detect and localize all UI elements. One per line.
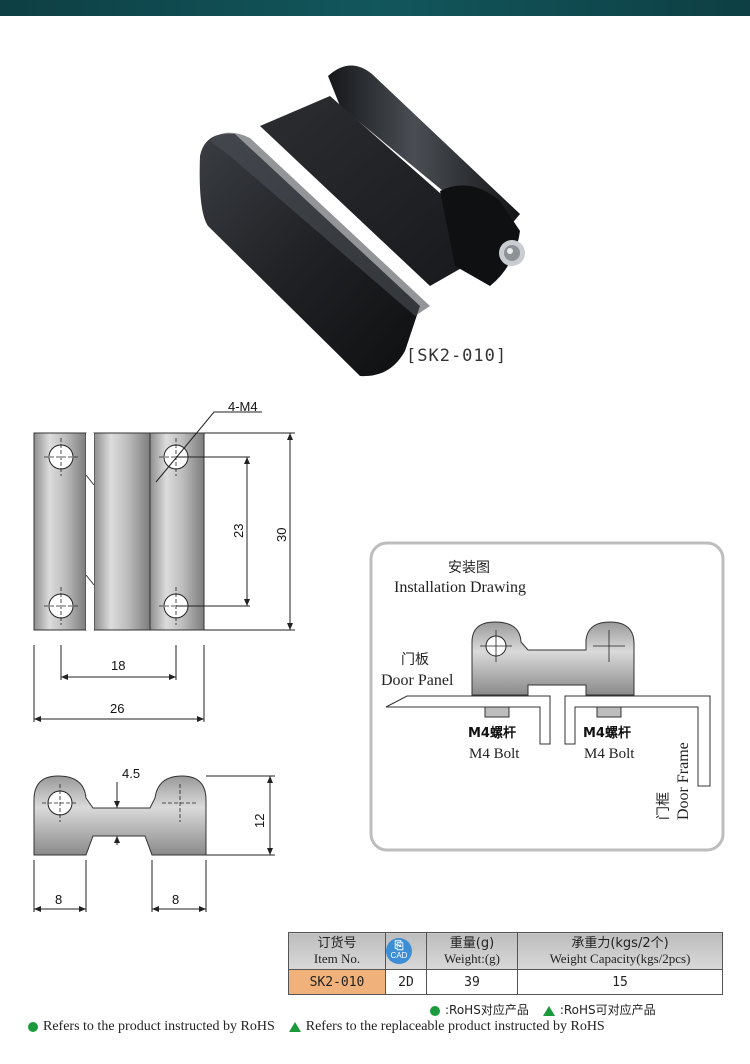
dim-height: 30 [274, 528, 289, 542]
header-capacity: 承重力(kgs/2个) Weight Capacity(kgs/2pcs) [517, 932, 723, 970]
legend-en: Refers to the product instructed by RoHS… [28, 1019, 605, 1035]
dim-thickness: 12 [252, 814, 267, 828]
header-cad: ⎘CAD [385, 932, 427, 970]
header-item: 订货号 Item No. [288, 932, 386, 970]
cad-icon: ⎘CAD [386, 938, 412, 964]
rohs-dot-icon [28, 1021, 38, 1032]
technical-drawing: 4-M4 23 30 18 26 4.5 12 8 8 安装图 [0, 390, 750, 930]
dim-knuckle-left: 8 [55, 892, 62, 907]
header-weight: 重量(g) Weight:(g) [426, 932, 518, 970]
legend-cn: :RoHS对应产品:RoHS可对应产品 [430, 1001, 656, 1018]
front-view [33, 432, 205, 631]
cell-item: SK2-010 [288, 969, 386, 995]
dim-hole-spacing-h: 18 [111, 658, 125, 673]
dim-width: 26 [110, 701, 124, 716]
replaceable-triangle-icon [288, 1021, 301, 1032]
door-panel-en: Door Panel [381, 672, 454, 689]
top-banner [0, 0, 750, 16]
door-frame-en: Door Frame [675, 742, 692, 820]
side-view [33, 775, 207, 856]
door-frame-cn: 门框 [656, 792, 672, 820]
cell-weight: 39 [426, 969, 518, 995]
spec-table: 订货号 Item No. ⎘CAD 重量(g) Weight:(g) 承重力(k… [288, 932, 723, 995]
product-photo [0, 16, 750, 386]
product-item-tag: [SK2-010] [406, 346, 508, 366]
bolt-left-en: M4 Bolt [469, 746, 520, 762]
dim-gap: 4.5 [122, 766, 140, 781]
bolt-right-en: M4 Bolt [584, 746, 635, 762]
dim-hole-spacing-v: 23 [231, 524, 246, 538]
installation-drawing: 安装图 Installation Drawing 门板 Door Panel M… [369, 541, 725, 852]
bolt-right-cn: M4螺杆 [583, 725, 631, 741]
installation-title-cn: 安装图 [448, 560, 490, 576]
cell-cad[interactable]: 2D [385, 969, 427, 995]
installation-title-en: Installation Drawing [394, 579, 526, 596]
holes-label: 4-M4 [228, 399, 258, 414]
table-row: SK2-010 2D 39 15 [288, 969, 723, 995]
door-panel-cn: 门板 [401, 652, 429, 668]
bolt-left-cn: M4螺杆 [468, 725, 516, 741]
rohs-dot-icon [430, 1005, 440, 1016]
dim-knuckle-right: 8 [172, 892, 179, 907]
cell-capacity: 15 [517, 969, 723, 995]
spec-table-header: 订货号 Item No. ⎘CAD 重量(g) Weight:(g) 承重力(k… [288, 932, 723, 970]
replaceable-triangle-icon [542, 1005, 555, 1016]
